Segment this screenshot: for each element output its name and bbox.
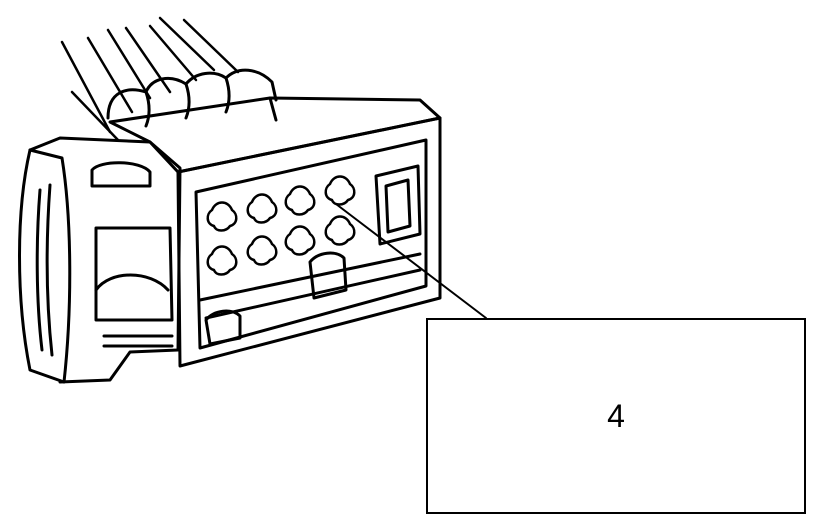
- cavity-5: [208, 247, 237, 275]
- cavity-2: [248, 195, 277, 223]
- cavity-8: [326, 217, 355, 245]
- front-face: [178, 118, 440, 366]
- cavity-3: [286, 187, 315, 215]
- wire-seal-top: [108, 70, 276, 126]
- cavity-6: [248, 237, 277, 265]
- callout-label: 4: [607, 397, 625, 434]
- wire-bundle: [62, 18, 238, 140]
- cavity-4: [326, 177, 355, 205]
- cavity-1: [208, 203, 237, 231]
- housing-top: [110, 98, 440, 172]
- terminal-cavities: [208, 177, 355, 275]
- rear-housing: [20, 138, 181, 382]
- leader-line: [336, 204, 486, 318]
- callout-box: 4: [426, 318, 806, 514]
- cavity-7: [286, 227, 315, 255]
